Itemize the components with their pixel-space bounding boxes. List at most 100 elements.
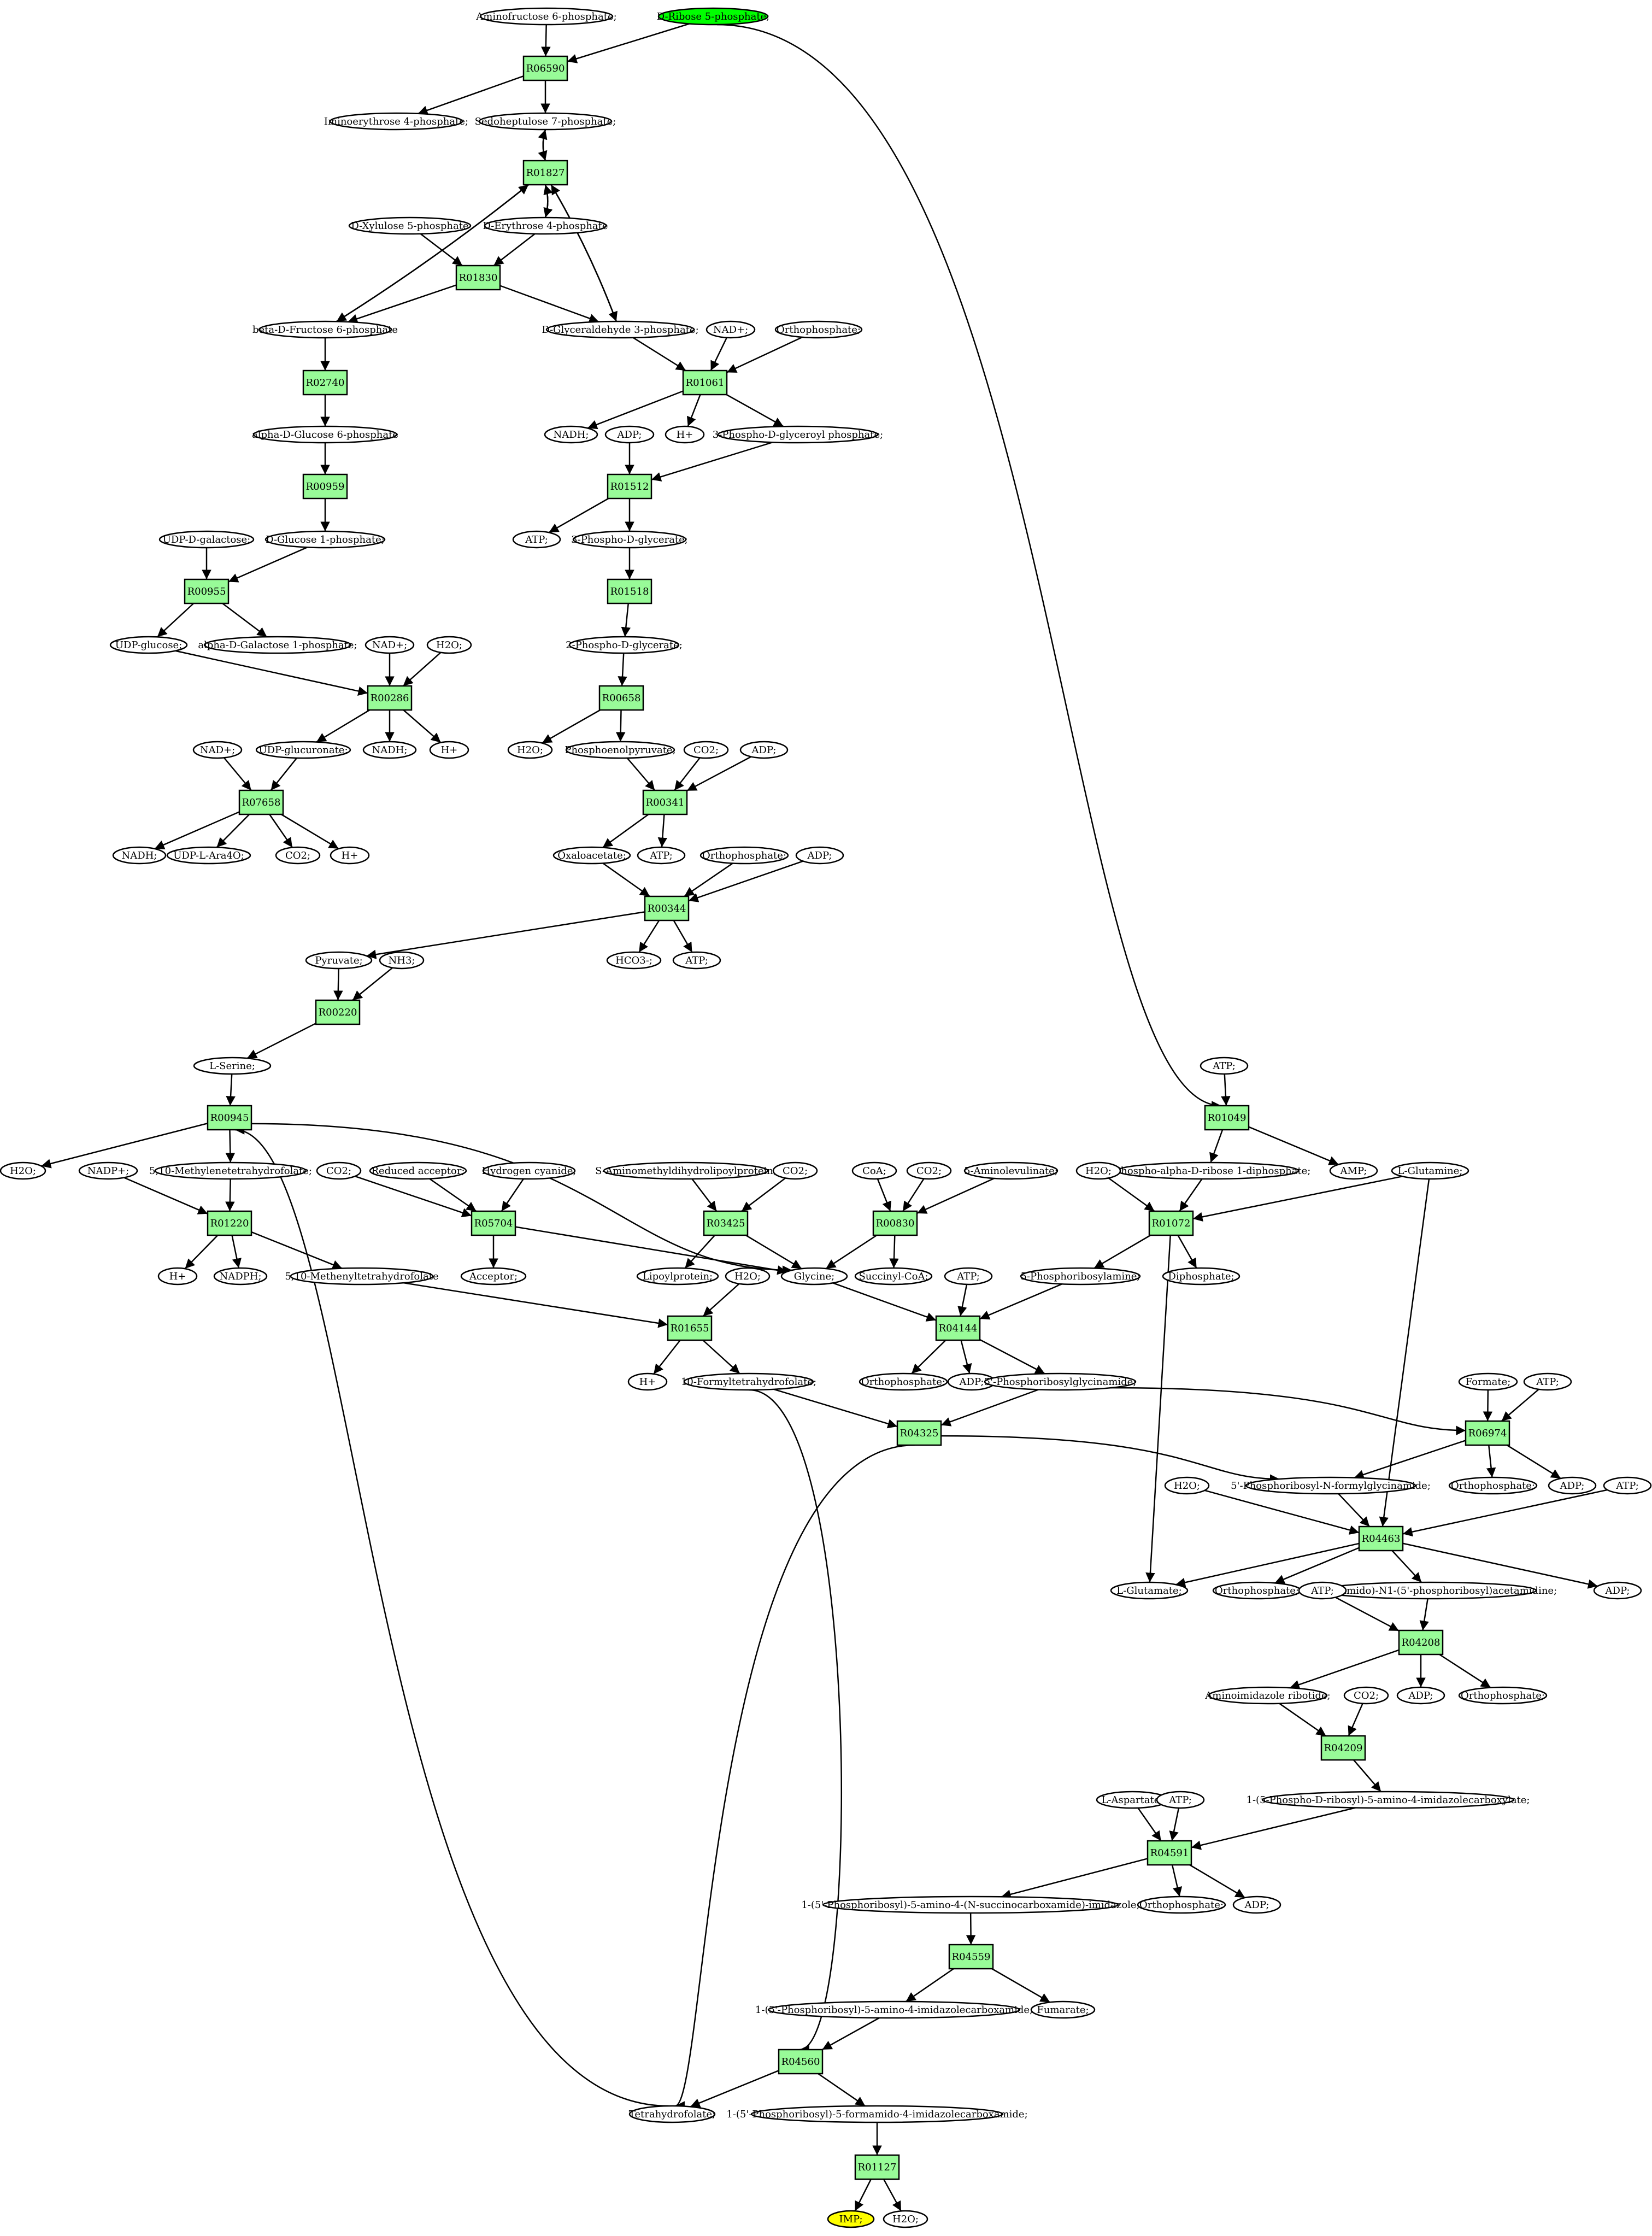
metabolite-node-mthf[interactable]: 5,10-Methylenetetrahydrofolate; [149, 1161, 312, 1180]
metabolite-node-oaa[interactable]: Oxaloacetate; [552, 846, 631, 865]
reaction-node-R00658[interactable]: R00658 [598, 685, 644, 711]
metabolite-node-glycine[interactable]: Glycine; [780, 1267, 848, 1286]
reaction-node-R06974[interactable]: R06974 [1465, 1420, 1510, 1446]
metabolite-node-h2o_1[interactable]: H2O; [426, 636, 472, 654]
metabolite-node-saicar[interactable]: 1-(5'-Phosphoribosyl)-5-amino-4-(N-succi… [801, 1895, 1140, 1914]
reaction-node-R00945[interactable]: R00945 [207, 1105, 252, 1131]
metabolite-node-co2_3[interactable]: CO2; [316, 1161, 362, 1180]
reaction-node-R00286[interactable]: R00286 [367, 685, 413, 711]
metabolite-node-asp[interactable]: L-Aspartate; [1096, 1791, 1169, 1809]
reaction-node-R01512[interactable]: R01512 [607, 473, 652, 500]
metabolite-node-glucose6p[interactable]: alpha-D-Glucose 6-phosphate [252, 425, 398, 444]
metabolite-node-co2_6[interactable]: CO2; [1343, 1686, 1389, 1705]
metabolite-node-fructose6p[interactable]: beta-D-Fructose 6-phosphate [252, 320, 398, 339]
metabolite-node-pi_5[interactable]: Orthophosphate; [1212, 1581, 1302, 1600]
metabolite-node-formate[interactable]: Formate; [1458, 1372, 1518, 1391]
metabolite-node-pi_6[interactable]: Orthophosphate; [1458, 1686, 1548, 1705]
metabolite-node-iminoerythrose4p[interactable]: Iminoerythrose 4-phosphate; [324, 112, 468, 131]
reaction-node-R01061[interactable]: R01061 [682, 369, 728, 396]
metabolite-node-gln[interactable]: L-Glutamine; [1391, 1161, 1469, 1180]
metabolite-node-fumarate[interactable]: Fumarate; [1030, 2000, 1096, 2019]
metabolite-node-fgar[interactable]: 5'-Phosphoribosyl-N-formylglycinamide; [1231, 1476, 1431, 1495]
metabolite-node-methenylthf[interactable]: 5,10-Methenyltetrahydrofolate [285, 1267, 439, 1286]
metabolite-node-xylulose5p[interactable]: D-Xylulose 5-phosphate [348, 216, 472, 235]
metabolite-node-udpglcua[interactable]: UDP-glucuronate; [255, 741, 351, 759]
reaction-node-R00220[interactable]: R00220 [315, 999, 361, 1025]
metabolite-node-aicar[interactable]: 1-(5'-Phosphoribosyl)-5-amino-4-imidazol… [755, 2000, 1033, 2019]
reaction-node-R05704[interactable]: R05704 [471, 1210, 516, 1236]
reaction-node-R01049[interactable]: R01049 [1204, 1105, 1250, 1131]
metabolite-node-co2_5[interactable]: CO2; [906, 1161, 952, 1180]
metabolite-node-pi_1[interactable]: Orthophosphate; [774, 320, 863, 339]
metabolite-node-nadph[interactable]: NADPH; [213, 1267, 268, 1286]
metabolite-node-atp_8[interactable]: ATP; [1298, 1581, 1347, 1600]
reaction-node-R04209[interactable]: R04209 [1320, 1735, 1366, 1761]
metabolite-node-atp_2[interactable]: ATP; [637, 846, 686, 865]
metabolite-node-nadp_4[interactable]: NADP+; [78, 1161, 138, 1180]
metabolite-node-hplus_4[interactable]: H+ [157, 1267, 198, 1286]
metabolite-node-air[interactable]: Aminoimidazole ribotide; [1204, 1686, 1331, 1705]
reaction-node-R01830[interactable]: R01830 [455, 265, 501, 291]
metabolite-node-lipoprot[interactable]: Lipoylprotein; [636, 1267, 719, 1286]
metabolite-node-adp_6[interactable]: ADP; [1593, 1581, 1642, 1600]
reaction-node-R06590[interactable]: R06590 [522, 55, 568, 81]
reaction-node-R04144[interactable]: R04144 [935, 1315, 981, 1341]
reaction-node-R00830[interactable]: R00830 [872, 1210, 918, 1236]
reaction-node-R01220[interactable]: R01220 [207, 1210, 252, 1236]
metabolite-node-pi_2[interactable]: Orthophosphate; [699, 846, 789, 865]
metabolite-node-ribose5p[interactable]: D-Ribose 5-phosphate; [657, 7, 770, 26]
metabolite-node-hplus_1[interactable]: H+ [665, 425, 705, 444]
metabolite-node-atp_1[interactable]: ATP; [512, 530, 561, 549]
reaction-node-R01072[interactable]: R01072 [1148, 1210, 1194, 1236]
metabolite-node-h2o_4[interactable]: H2O; [1075, 1161, 1121, 1180]
metabolite-node-adp_7[interactable]: ADP; [1396, 1686, 1445, 1705]
metabolite-node-succoa[interactable]: Succinyl-CoA; [854, 1267, 933, 1286]
reaction-node-R00344[interactable]: R00344 [644, 895, 690, 922]
metabolite-node-cair[interactable]: 1-(5-Phospho-D-ribosyl)-5-amino-4-imidaz… [1247, 1791, 1530, 1809]
metabolite-node-faicar[interactable]: 1-(5'-Phosphoribosyl)-5-formamido-4-imid… [726, 2105, 1028, 2123]
reaction-node-R00955[interactable]: R00955 [184, 578, 230, 605]
metabolite-node-2pg[interactable]: 2-Phospho-D-glycerate; [566, 636, 683, 654]
metabolite-node-redacc[interactable]: Reduced acceptor; [369, 1161, 467, 1180]
reaction-node-R01518[interactable]: R01518 [607, 578, 652, 605]
metabolite-node-atp_9[interactable]: ATP; [1156, 1791, 1205, 1809]
metabolite-node-hplus_3[interactable]: H+ [330, 846, 370, 865]
metabolite-node-h2o_5[interactable]: H2O; [725, 1267, 771, 1286]
metabolite-node-serine[interactable]: L-Serine; [193, 1057, 272, 1075]
metabolite-node-aminofructose6p[interactable]: Aminofructose 6-phosphate; [475, 7, 617, 26]
metabolite-node-hplus_5[interactable]: H+ [627, 1372, 668, 1391]
metabolite-node-imp[interactable]: IMP; [827, 2210, 875, 2228]
metabolite-node-udpglc[interactable]: UDP-glucose; [109, 636, 188, 654]
metabolite-node-3pg[interactable]: 3-Phospho-D-glycerate; [571, 530, 688, 549]
metabolite-node-coa[interactable]: CoA; [851, 1161, 897, 1180]
metabolite-node-h2o_3[interactable]: H2O; [0, 1161, 46, 1180]
reaction-node-R04559[interactable]: R04559 [948, 1944, 994, 1970]
metabolite-node-adp_5[interactable]: ADP; [1548, 1476, 1597, 1495]
metabolite-node-co2_2[interactable]: CO2; [275, 846, 321, 865]
metabolite-node-udpara[interactable]: UDP-L-Ara4O; [166, 846, 251, 865]
metabolite-node-co2_1[interactable]: CO2; [683, 741, 729, 759]
metabolite-node-nh3[interactable]: NH3; [379, 951, 425, 970]
reaction-node-R04591[interactable]: R04591 [1147, 1840, 1192, 1866]
metabolite-node-co2_4[interactable]: CO2; [772, 1161, 818, 1180]
metabolite-node-pyruvate[interactable]: Pyruvate; [305, 951, 373, 970]
metabolite-node-adp_2[interactable]: ADP; [739, 741, 789, 759]
metabolite-node-bpg[interactable]: 3-Phospho-D-glyceroyl phosphate; [713, 425, 883, 444]
reaction-node-R00959[interactable]: R00959 [302, 473, 348, 500]
metabolite-node-nadh_2[interactable]: NADH; [362, 741, 417, 759]
metabolite-node-adp_3[interactable]: ADP; [795, 846, 844, 865]
metabolite-node-h2o_2[interactable]: H2O; [507, 741, 553, 759]
metabolite-node-pep[interactable]: Phosphoenolpyruvate; [565, 741, 676, 759]
metabolite-node-gar[interactable]: 5'-Phosphoribosylglycinamide; [984, 1372, 1137, 1391]
metabolite-node-pra[interactable]: 5-Phosphoribosylamine; [1020, 1267, 1141, 1286]
metabolite-node-amp[interactable]: AMP; [1329, 1161, 1378, 1180]
metabolite-node-adp_1[interactable]: ADP; [604, 425, 655, 444]
metabolite-node-glucose1p[interactable]: D-Glucose 1-phosphate; [264, 530, 386, 549]
metabolite-node-acceptor[interactable]: Acceptor; [460, 1267, 527, 1286]
metabolite-node-nadp_3[interactable]: NAD+; [192, 741, 243, 759]
metabolite-node-thf[interactable]: Tetrahydrofolate; [628, 2105, 716, 2123]
metabolite-node-fthf[interactable]: 10-Formyltetrahydrofolate; [681, 1372, 816, 1391]
metabolite-node-adp_8[interactable]: ADP; [1232, 1895, 1281, 1914]
reaction-node-R04208[interactable]: R04208 [1398, 1629, 1444, 1656]
reaction-node-R01655[interactable]: R01655 [667, 1315, 713, 1341]
